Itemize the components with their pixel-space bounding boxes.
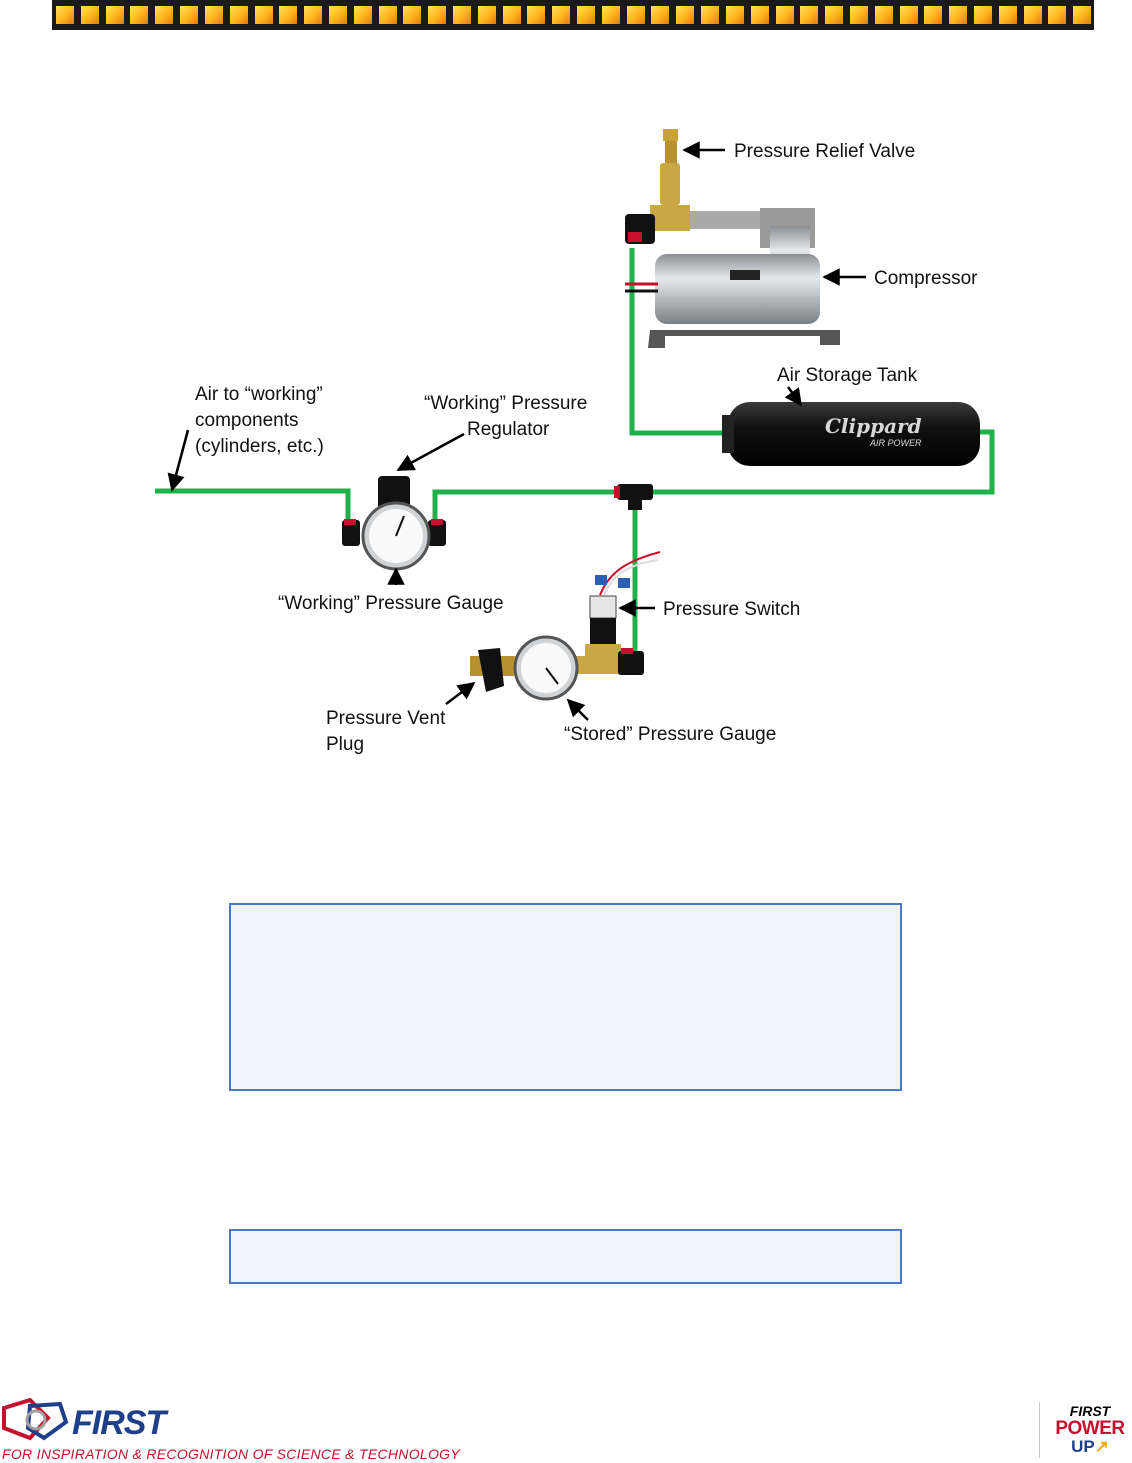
header-pattern-square [130, 6, 149, 24]
power-up-logo-first: FIRST [1069, 1403, 1111, 1419]
air-storage-tank-image: Clippard AIR POWER [722, 402, 980, 466]
header-pattern-square [477, 6, 496, 24]
callout-box-1 [229, 903, 902, 1091]
callout-box-2 [229, 1229, 902, 1284]
label-pressure-switch: Pressure Switch [663, 599, 800, 620]
header-pattern-square [924, 6, 943, 24]
first-logo-text: FIRST [72, 1404, 166, 1442]
arrow-vent-plug [445, 681, 476, 705]
stored-gauge-vent-plug-image [470, 635, 644, 701]
header-pattern-square [80, 6, 99, 24]
header-pattern-square [105, 6, 124, 24]
diagram-labels: Pressure Relief Valve Compressor Air Sto… [195, 141, 978, 755]
label-tank: Air Storage Tank [777, 365, 918, 386]
tank-brand: Clippard [825, 414, 922, 438]
first-tagline: FOR INSPIRATION & RECOGNITION OF SCIENCE… [2, 1446, 460, 1462]
first-logo-mark [1, 1398, 69, 1441]
header-pattern-square [527, 6, 546, 24]
tank-subtitle: AIR POWER [869, 438, 922, 448]
header-pattern-square [825, 6, 844, 24]
header-pattern-square [453, 6, 471, 24]
arrow-air-working [167, 429, 190, 492]
header-pattern-square [899, 6, 918, 24]
header-pattern-square [775, 6, 794, 24]
working-regulator-gauge-image [342, 476, 446, 571]
header-pattern-square [229, 6, 248, 24]
header-pattern-square [1023, 6, 1042, 24]
header-pattern-square [502, 6, 521, 24]
arrow-tank [784, 386, 803, 407]
arrow-regulator [396, 432, 465, 472]
header-pattern-square [676, 6, 695, 24]
header-pattern-square [428, 6, 447, 24]
label-stored-gauge: “Stored” Pressure Gauge [564, 724, 776, 745]
label-vent-plug-2: Plug [326, 734, 364, 755]
header-pattern-square [974, 6, 992, 24]
pressure-relief-valve-image [625, 129, 760, 244]
header-pattern-square [725, 6, 744, 24]
compressor-image [625, 208, 840, 348]
header-pattern-square [601, 6, 620, 24]
power-up-logo-power: POWER [1055, 1418, 1125, 1439]
header-pattern-square [155, 6, 174, 24]
header-pattern-square [701, 6, 719, 24]
label-regulator-2: Regulator [467, 419, 550, 440]
label-air-working-2: components [195, 410, 299, 431]
header-pattern-square [651, 6, 670, 24]
header-pattern-square [577, 6, 595, 24]
callout-arrows [167, 141, 866, 721]
header-pattern-square [304, 6, 323, 24]
label-air-working-3: (cylinders, etc.) [195, 436, 324, 457]
power-up-logo-up: UP↗ [1071, 1437, 1109, 1456]
header-pattern-square [403, 6, 422, 24]
header-pattern-square [328, 6, 347, 24]
power-up-logo: FIRST POWER UP↗ [1052, 1404, 1128, 1460]
header-pattern-square [56, 6, 74, 24]
label-air-working-1: Air to “working” [195, 384, 323, 405]
header-pattern-square [849, 6, 868, 24]
pneumatic-diagram: Clippard AIR POWER [155, 129, 995, 755]
tee-fitting-image [614, 484, 653, 510]
pneumatic-tubing [155, 248, 995, 655]
pressure-switch-image [585, 551, 661, 674]
label-regulator-1: “Working” Pressure [424, 393, 587, 414]
arrow-up-right-icon: ↗ [1094, 1437, 1109, 1456]
header-pattern-square [626, 6, 645, 24]
header-pattern-square [552, 6, 571, 24]
footer-divider [1039, 1402, 1040, 1458]
header-pattern-square [279, 6, 298, 24]
header-pattern-square [353, 6, 372, 24]
header-pattern-square [874, 6, 893, 24]
header-pattern-square [204, 6, 223, 24]
header-pattern-square [800, 6, 819, 24]
header-pattern-band [52, 0, 1094, 30]
header-pattern-square [1073, 6, 1092, 24]
label-vent-plug-1: Pressure Vent [326, 708, 446, 729]
arrow-stored-gauge [566, 698, 589, 721]
header-pattern-square [750, 6, 769, 24]
header-pattern-square [949, 6, 968, 24]
header-pattern-square [254, 6, 273, 24]
label-compressor: Compressor [874, 268, 978, 289]
header-pattern-square [378, 6, 397, 24]
label-relief-valve: Pressure Relief Valve [734, 141, 915, 162]
header-pattern-square [998, 6, 1017, 24]
label-working-gauge: “Working” Pressure Gauge [278, 593, 504, 614]
header-pattern-square [1048, 6, 1067, 24]
header-pattern-square [180, 6, 198, 24]
